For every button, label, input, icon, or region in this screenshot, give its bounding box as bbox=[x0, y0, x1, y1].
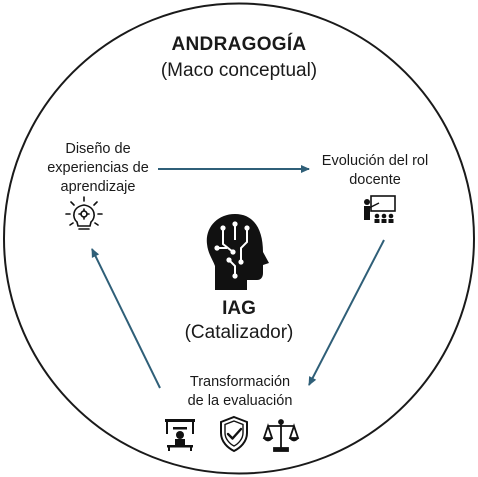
arrow-role-to-evaluation bbox=[308, 239, 385, 386]
node-evaluation-line: Transformación bbox=[189, 374, 291, 390]
outer-circle bbox=[3, 2, 475, 475]
node-design-line: aprendizaje bbox=[60, 179, 136, 195]
arrow-evaluation-to-design bbox=[91, 248, 161, 389]
center-title: IAG bbox=[222, 298, 256, 319]
diagram-title: ANDRAGOGÍA bbox=[171, 34, 307, 55]
node-role-label: Evolución del rol docente bbox=[300, 152, 450, 190]
ai-head-circuit-icon bbox=[206, 214, 269, 290]
node-design-label: Diseño de experiencias de aprendizaje bbox=[28, 140, 168, 197]
node-design-line: Diseño de bbox=[65, 141, 131, 157]
desk-group-icon bbox=[165, 419, 195, 451]
node-evaluation-line: de la evaluación bbox=[187, 393, 293, 409]
shield-check-icon bbox=[220, 415, 248, 453]
node-design-line: experiencias de bbox=[47, 160, 149, 176]
lightbulb-gear-icon bbox=[65, 196, 103, 230]
center-subtitle: (Catalizador) bbox=[184, 322, 294, 343]
node-evaluation-label: Transformación de la evaluación bbox=[150, 373, 330, 411]
node-role-line: docente bbox=[349, 172, 401, 188]
node-role-line: Evolución del rol bbox=[321, 153, 429, 169]
scales-icon bbox=[262, 419, 300, 452]
teacher-presentation-icon bbox=[364, 195, 396, 223]
diagram-subtitle: (Maco conceptual) bbox=[160, 60, 318, 81]
